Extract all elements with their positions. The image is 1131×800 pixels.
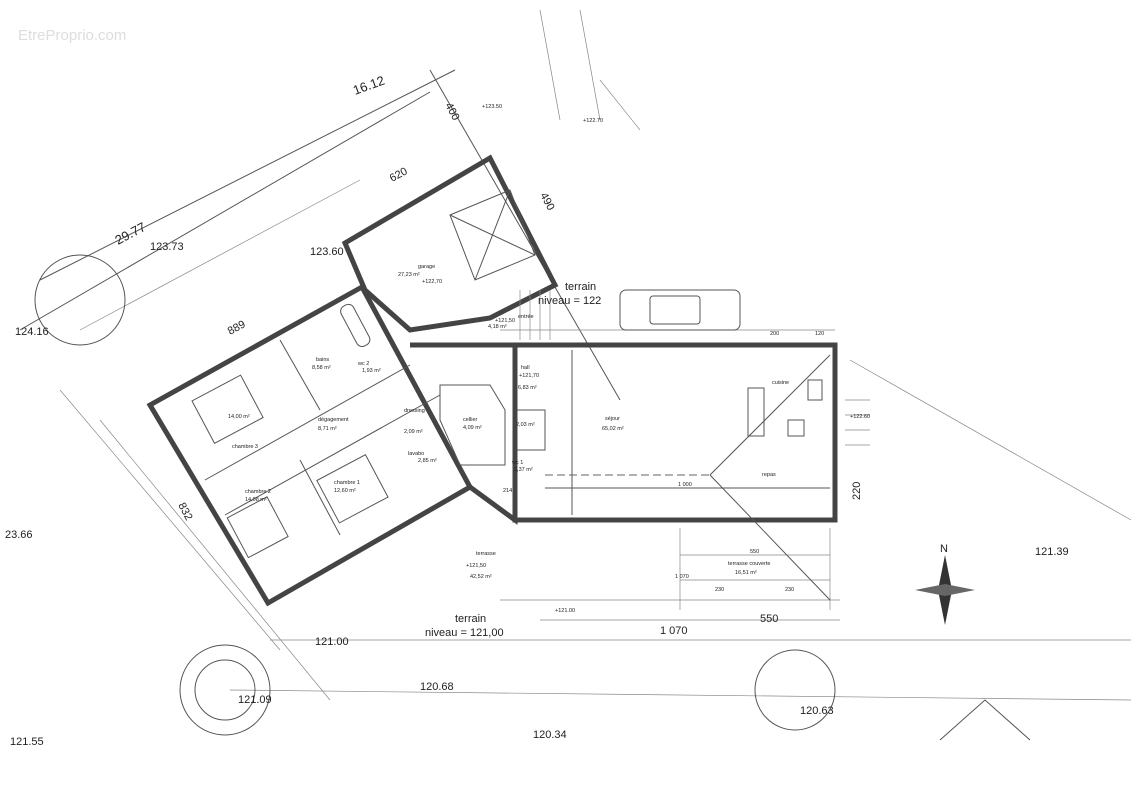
svg-text:terrasse couverte: terrasse couverte <box>728 561 771 567</box>
garage-walls <box>341 154 559 333</box>
svg-text:121.00: 121.00 <box>315 636 349 648</box>
svg-text:repas: repas <box>762 472 776 478</box>
room-labels: garage 27,23 m² +122,70 bains 8,58 m² wc… <box>228 264 789 580</box>
svg-text:29.77: 29.77 <box>112 219 148 248</box>
svg-text:+121,50: +121,50 <box>495 318 515 324</box>
svg-text:2,09 m²: 2,09 m² <box>404 429 423 435</box>
svg-text:8,58 m²: 8,58 m² <box>312 365 331 371</box>
svg-text:120.68: 120.68 <box>420 681 454 693</box>
watermark: EtreProprio.com <box>18 27 126 44</box>
svg-text:121.55: 121.55 <box>10 736 44 748</box>
svg-text:1 070: 1 070 <box>660 625 688 637</box>
svg-text:123.73: 123.73 <box>150 241 184 253</box>
svg-text:chambre 3: chambre 3 <box>232 444 258 450</box>
svg-text:14,00 m²: 14,00 m² <box>228 414 250 420</box>
svg-text:+121.00: +121.00 <box>555 608 575 614</box>
trees <box>34 254 1031 741</box>
svg-text:chambre 1: chambre 1 <box>334 480 360 486</box>
svg-text:1 070: 1 070 <box>675 574 689 580</box>
svg-text:2,03 m²: 2,03 m² <box>516 422 535 428</box>
svg-text:terrain: terrain <box>565 281 596 293</box>
svg-text:200: 200 <box>770 331 779 337</box>
svg-text:séjour: séjour <box>605 416 620 422</box>
room-name: garage <box>418 264 435 270</box>
svg-text:niveau = 122: niveau = 122 <box>538 295 601 307</box>
svg-text:niveau = 121,00: niveau = 121,00 <box>425 627 504 639</box>
svg-text:120.63: 120.63 <box>800 705 834 717</box>
stairs <box>519 290 870 446</box>
north-arrow-icon: N <box>915 543 975 625</box>
svg-text:terrasse: terrasse <box>476 551 496 557</box>
svg-text:8,71 m²: 8,71 m² <box>318 426 337 432</box>
site-lines <box>19 9 1131 701</box>
svg-text:230: 230 <box>785 587 794 593</box>
svg-text:lavabo: lavabo <box>408 451 424 457</box>
svg-text:490: 490 <box>537 191 556 213</box>
svg-text:121.09: 121.09 <box>238 694 272 706</box>
svg-text:214: 214 <box>503 488 512 494</box>
svg-text:12,60 m²: 12,60 m² <box>334 488 356 494</box>
svg-text:550: 550 <box>750 549 759 555</box>
svg-text:16.12: 16.12 <box>351 73 387 98</box>
bedroom-wing-walls <box>146 283 474 607</box>
svg-text:14,08 m²: 14,08 m² <box>245 497 267 503</box>
svg-text:2,37 m²: 2,37 m² <box>514 467 533 473</box>
svg-text:cellier: cellier <box>463 417 478 423</box>
svg-text:wc 1: wc 1 <box>511 460 523 466</box>
svg-text:1,93 m²: 1,93 m² <box>362 368 381 374</box>
svg-text:wc 2: wc 2 <box>357 361 369 367</box>
svg-text:4,09 m²: 4,09 m² <box>463 425 482 431</box>
svg-text:889: 889 <box>226 318 248 337</box>
svg-text:+122.70: +122.70 <box>583 118 603 124</box>
svg-text:16,51 m²: 16,51 m² <box>735 570 757 576</box>
svg-text:dressing: dressing <box>404 408 425 414</box>
svg-text:121.39: 121.39 <box>1035 546 1069 558</box>
living-walls <box>512 342 838 523</box>
svg-text:220: 220 <box>851 482 863 500</box>
svg-text:832: 832 <box>175 501 194 523</box>
svg-text:120: 120 <box>815 331 824 337</box>
svg-text:chambre 2: chambre 2 <box>245 489 271 495</box>
svg-text:hall: hall <box>521 365 530 371</box>
svg-text:2,85 m²: 2,85 m² <box>418 458 437 464</box>
svg-text:bains: bains <box>316 357 329 363</box>
svg-text:+122.60: +122.60 <box>850 414 870 420</box>
svg-text:124.16: 124.16 <box>15 326 49 338</box>
svg-text:550: 550 <box>760 613 778 625</box>
svg-text:+123.50: +123.50 <box>482 104 502 110</box>
svg-text:+121,50: +121,50 <box>466 563 486 569</box>
svg-text:+121,70: +121,70 <box>519 373 539 379</box>
svg-text:1 000: 1 000 <box>678 482 692 488</box>
svg-text:65,02 m²: 65,02 m² <box>602 426 624 432</box>
svg-text:120.34: 120.34 <box>533 729 567 741</box>
svg-text:terrain: terrain <box>455 613 486 625</box>
svg-text:+122,70: +122,70 <box>422 279 442 285</box>
svg-text:123.60: 123.60 <box>310 246 344 258</box>
svg-text:230: 230 <box>715 587 724 593</box>
room-area: 27,23 m² <box>398 272 420 278</box>
svg-text:42,52 m²: 42,52 m² <box>470 574 492 580</box>
svg-text:23.66: 23.66 <box>5 529 33 541</box>
svg-text:6,83 m²: 6,83 m² <box>518 385 537 391</box>
svg-text:620: 620 <box>388 165 410 184</box>
svg-text:dégagement: dégagement <box>318 417 349 423</box>
svg-text:4,18 m²: 4,18 m² <box>488 324 507 330</box>
svg-text:entrée: entrée <box>518 314 534 320</box>
north-label: N <box>940 543 948 555</box>
svg-text:cuisine: cuisine <box>772 380 789 386</box>
cellier-walls <box>439 384 506 466</box>
car-icon <box>619 289 741 331</box>
